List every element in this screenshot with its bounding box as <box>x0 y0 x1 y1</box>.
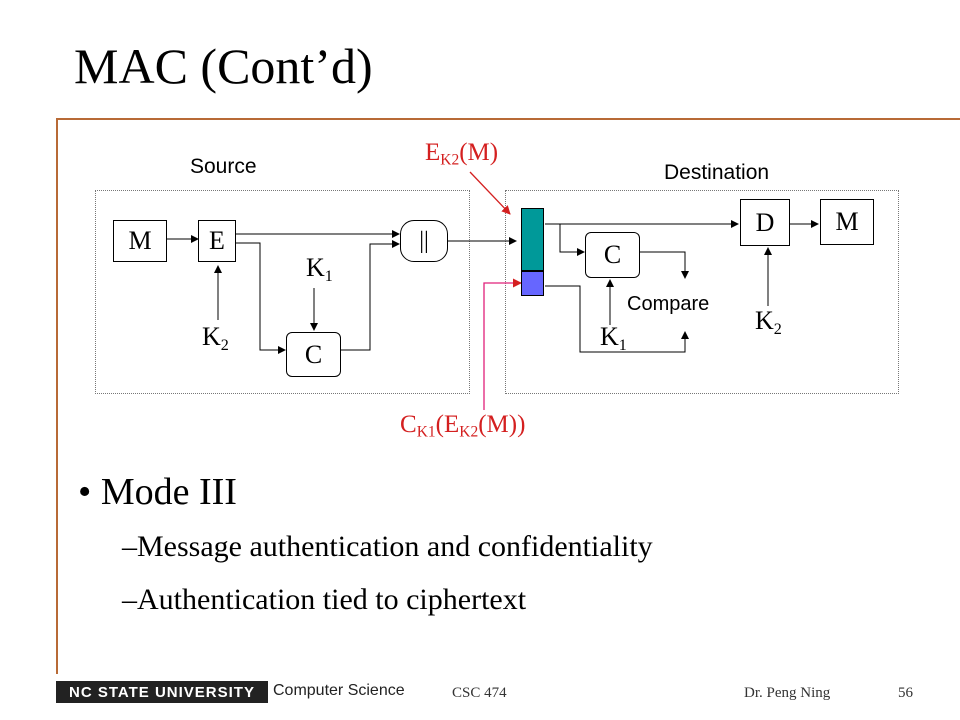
sub-bullet-item: –Authentication tied to ciphertext <box>122 583 527 616</box>
sub-bullet-item: –Message authentication and confidential… <box>122 530 653 563</box>
course-label: CSC 474 <box>452 685 507 701</box>
key-k1-destination: K1 <box>600 322 627 354</box>
mac-block-destination: C <box>585 232 640 278</box>
mac-block-source: C <box>286 332 341 377</box>
page-title: MAC (Cont’d) <box>74 38 373 94</box>
left-rule <box>56 118 58 674</box>
key-k2-destination: K2 <box>755 306 782 338</box>
concat-block: || <box>400 220 448 262</box>
message-block-source: M <box>113 220 167 262</box>
destination-label: Destination <box>664 161 770 184</box>
packet-mac-segment <box>521 271 544 296</box>
message-block-destination: M <box>820 199 874 245</box>
bullet-dot-icon: • <box>78 471 92 513</box>
university-logo: NC STATE UNIVERSITY <box>56 681 268 703</box>
decrypt-block: D <box>740 199 790 246</box>
key-k2-source: K2 <box>202 322 229 354</box>
source-region <box>95 190 470 394</box>
department-label: Computer Science <box>273 682 405 699</box>
sub-bullet-text: Authentication tied to ciphertext <box>137 583 527 616</box>
ciphertext-annotation: EK2(M) <box>425 139 499 169</box>
source-label: Source <box>190 155 257 178</box>
key-k1-source: K1 <box>306 253 333 285</box>
page-number: 56 <box>898 685 913 701</box>
sub-bullet-text: Message authentication and confidentiali… <box>137 530 653 563</box>
mac-annotation: CK1(EK2(M)) <box>400 411 526 441</box>
encrypt-block: E <box>198 220 236 262</box>
top-rule <box>56 118 960 120</box>
bullet-item: • Mode III <box>78 470 237 514</box>
packet-ciphertext-segment <box>521 208 544 271</box>
destination-region <box>505 190 899 394</box>
bullet-text: Mode III <box>100 471 237 513</box>
author-label: Dr. Peng Ning <box>744 685 831 701</box>
compare-label: Compare <box>627 293 710 315</box>
